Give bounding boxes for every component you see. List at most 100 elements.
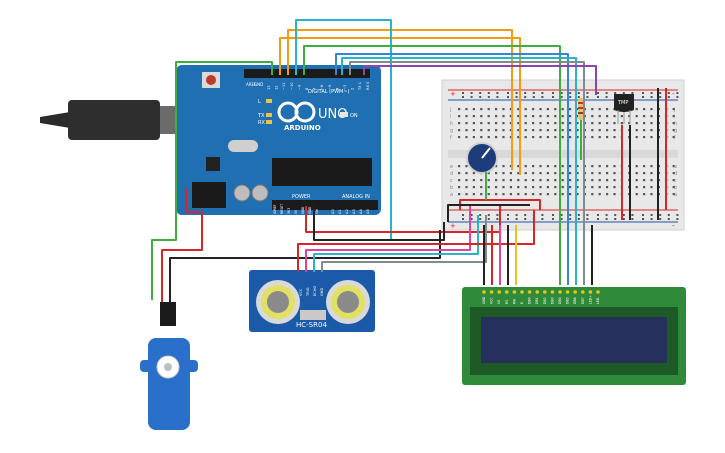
lcd-pin [489,290,494,294]
breadboard-hole [613,172,616,175]
rail-hole [470,214,473,216]
digital-pin-label: ~5 [328,85,332,90]
breadboard-hole [613,122,616,125]
breadboard-hole [487,193,490,196]
resistor [578,98,584,120]
breadboard-hole [465,136,468,139]
rail-hole [515,92,518,94]
power-pin-label: GND [308,206,312,214]
rail-hole [650,218,653,220]
breadboard-hole [569,186,572,189]
breadboard-hole [554,165,557,168]
rail-hole [462,214,464,216]
lcd-pin-label: DB5 [566,297,570,304]
breadboard-hole [672,122,675,125]
rail-hole [622,92,625,94]
digital-pin-label: TX 1 [358,82,362,91]
breadboard-hole [628,122,631,125]
breadboard-hole [517,115,520,118]
rail-hole [676,214,679,216]
breadboard-hole [480,193,483,196]
digital-pin-label: ~3 [343,85,347,90]
power-label: POWER [292,194,311,200]
rail-hole [631,218,634,220]
breadboard-hole [613,129,616,132]
analog-pin-label: A4 [359,209,363,214]
breadboard-hole [458,122,461,125]
rail-hole [676,218,679,220]
breadboard-hole [472,186,475,189]
breadboard-hole [465,179,468,182]
wires [151,19,667,302]
power-pin-label: IOREF [273,204,277,214]
breadboard-hole [465,186,468,189]
lcd-screen [481,317,667,363]
breadboard-hole [458,172,461,175]
breadboard-hole [539,193,542,196]
breadboard-hole [546,172,549,175]
breadboard-hole [598,108,601,111]
breadboard-hole [635,193,638,196]
breadboard-hole [480,179,483,182]
rail-hole [577,96,580,98]
breadboard-hole [635,136,638,139]
breadboard-hole [598,129,601,132]
breadboard-hole [524,186,527,189]
breadboard-hole [591,136,594,139]
breadboard-hole [480,115,483,118]
breadboard-hole [480,129,483,132]
rail-hole [676,96,679,98]
breadboard-hole [569,136,572,139]
wire-purple-1 [363,65,597,95]
breadboard-hole [524,179,527,182]
breadboard-hole [554,122,557,125]
breadboard-hole [495,122,498,125]
rail-hole [631,214,634,216]
breadboard-hole [524,122,527,125]
breadboard-hole [465,129,468,132]
breadboard-hole [472,115,475,118]
lcd-pin [565,290,570,294]
breadboard-hole [458,193,461,196]
rail-hole [560,218,563,220]
rail-hole [614,218,617,220]
breadboard-hole [502,115,505,118]
tmp-label: TMP [617,100,628,106]
rail-hole [586,92,589,94]
rail-hole [569,218,572,220]
lcd-pin-label: LED- [596,297,600,304]
breadboard-hole [509,179,512,182]
rail-hole [507,96,509,98]
rail-hole [650,96,653,98]
breadboard-hole [502,136,505,139]
breadboard-hole [472,136,475,139]
breadboard-hole [546,165,549,168]
breadboard-hole [517,122,520,125]
breadboard-hole [532,122,535,125]
breadboard-hole [517,193,520,196]
rail-hole [650,92,653,94]
breadboard-hole [672,136,675,139]
wire-black-gnd [313,206,445,241]
rail-hole [560,96,563,98]
rail-plus-top: + [450,90,456,98]
breadboard-hole [576,136,579,139]
breadboard-hole [532,115,535,118]
breadboard-hole [561,108,564,111]
lcd-pin-label: VCC [490,297,494,304]
lcd-pin [588,290,593,294]
wire-red-5v [305,205,501,233]
rail-hole [642,214,644,216]
rail-hole [614,92,617,94]
breadboard-hole [539,165,542,168]
rail-hole [560,92,563,94]
rail-hole [642,96,644,98]
breadboard-hole [672,108,675,111]
breadboard-hole [576,115,579,118]
rail-hole [462,218,464,220]
breadboard-hole [495,115,498,118]
rail-hole [569,92,572,94]
lcd-pin [550,290,555,294]
breadboard-hole [509,108,512,111]
